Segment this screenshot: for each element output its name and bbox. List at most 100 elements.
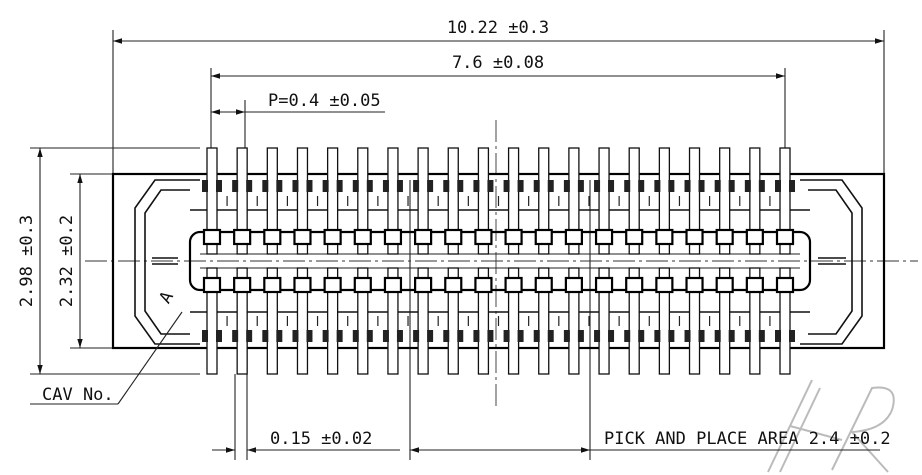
contact-tab — [202, 276, 222, 294]
contact-upper — [719, 147, 731, 255]
contact-lower — [658, 267, 671, 375]
contact-lower — [719, 267, 731, 375]
contact-pad — [744, 180, 751, 192]
contact-pad — [427, 330, 434, 342]
contact-pad — [714, 330, 721, 342]
contact-pad — [352, 180, 359, 192]
contact-pad — [533, 330, 540, 342]
dimension-lines — [37, 38, 884, 453]
contact-tab — [655, 276, 674, 294]
contact-upper — [326, 147, 339, 255]
contact-pad — [232, 330, 239, 342]
contact-pad — [714, 180, 721, 192]
contact-pad — [246, 330, 253, 342]
contact-tab — [263, 276, 282, 294]
contact-pad — [276, 330, 283, 342]
contact-tab — [625, 228, 644, 246]
contact-width-dim: 0.15 ±0.02 — [270, 429, 372, 449]
contact-lower — [266, 267, 278, 375]
contact-tab — [233, 276, 252, 294]
contact-upper — [417, 147, 429, 255]
contact-pad — [336, 180, 343, 192]
contact-pad — [487, 330, 494, 342]
contact-lower — [296, 267, 309, 375]
contact-pad — [487, 180, 494, 192]
contact-pad — [306, 180, 313, 192]
contact-upper — [236, 147, 248, 255]
contact-tab — [233, 228, 252, 246]
watermark-logo — [767, 379, 895, 473]
contact-tab — [775, 276, 795, 294]
contact-tab — [353, 228, 372, 246]
pin1-mark: A — [155, 288, 177, 307]
contact-tab — [504, 276, 523, 294]
contact-tab — [202, 228, 222, 246]
contact-pad — [654, 180, 661, 192]
contact-upper — [538, 147, 550, 255]
contact-pad — [624, 330, 631, 342]
contact-pad — [668, 330, 675, 342]
contact-pad — [216, 330, 222, 342]
contact-array — [202, 147, 795, 375]
contact-upper — [296, 147, 309, 255]
contact-pad — [246, 180, 253, 192]
cavity-leader — [30, 311, 183, 405]
contact-pad — [638, 180, 645, 192]
contact-tab — [323, 228, 342, 246]
contact-lower — [688, 267, 701, 375]
contact-pad — [503, 330, 510, 342]
contact-tab — [534, 276, 553, 294]
contact-tab — [474, 276, 493, 294]
contact-tab — [383, 276, 403, 294]
contact-pad — [728, 330, 735, 342]
contact-upper — [598, 147, 610, 255]
contact-pad — [322, 180, 329, 192]
contact-pad — [624, 180, 631, 192]
contact-upper — [477, 147, 490, 255]
pick-place-dim: PICK AND PLACE AREA 2.4 ±0.2 — [604, 429, 891, 449]
contact-pad — [262, 180, 269, 192]
contact-pad — [443, 180, 450, 192]
contact-pad — [789, 330, 795, 342]
contact-upper — [658, 147, 671, 255]
contact-lower — [598, 267, 610, 375]
contact-tab — [444, 276, 463, 294]
contact-pad — [443, 330, 450, 342]
contact-pad — [594, 330, 601, 342]
contact-lower — [387, 267, 399, 375]
contact-tab — [715, 276, 734, 294]
contact-pad — [457, 330, 464, 342]
contact-pad — [306, 330, 313, 342]
contact-tab — [534, 228, 553, 246]
contact-tab — [293, 228, 312, 246]
contact-pad — [503, 180, 510, 192]
contact-upper — [266, 147, 278, 255]
contact-pad — [473, 180, 480, 192]
contact-tab — [594, 228, 614, 246]
contact-upper — [507, 147, 520, 255]
contact-pad — [413, 180, 420, 192]
contact-pad — [668, 180, 675, 192]
contact-pad — [547, 330, 554, 342]
contact-lower — [507, 267, 520, 375]
contact-tab — [594, 276, 614, 294]
contact-upper — [206, 147, 218, 255]
contact-pad — [698, 180, 705, 192]
contact-pad — [413, 330, 420, 342]
contact-pad — [563, 330, 570, 342]
contact-pad — [728, 180, 735, 192]
contact-tab — [444, 228, 463, 246]
contact-upper — [568, 147, 580, 255]
contact-pad — [789, 180, 795, 192]
contact-lower — [779, 267, 791, 375]
contact-lower — [326, 267, 339, 375]
overall-length-dim: 10.22 ±0.3 — [447, 18, 549, 38]
contact-pad — [366, 180, 373, 192]
contact-pad — [382, 180, 389, 192]
contact-pad — [292, 180, 299, 192]
contact-tab — [745, 228, 764, 246]
contact-tab — [504, 228, 523, 246]
contact-pad — [276, 180, 283, 192]
contact-tab — [323, 276, 342, 294]
contact-pad — [517, 330, 524, 342]
